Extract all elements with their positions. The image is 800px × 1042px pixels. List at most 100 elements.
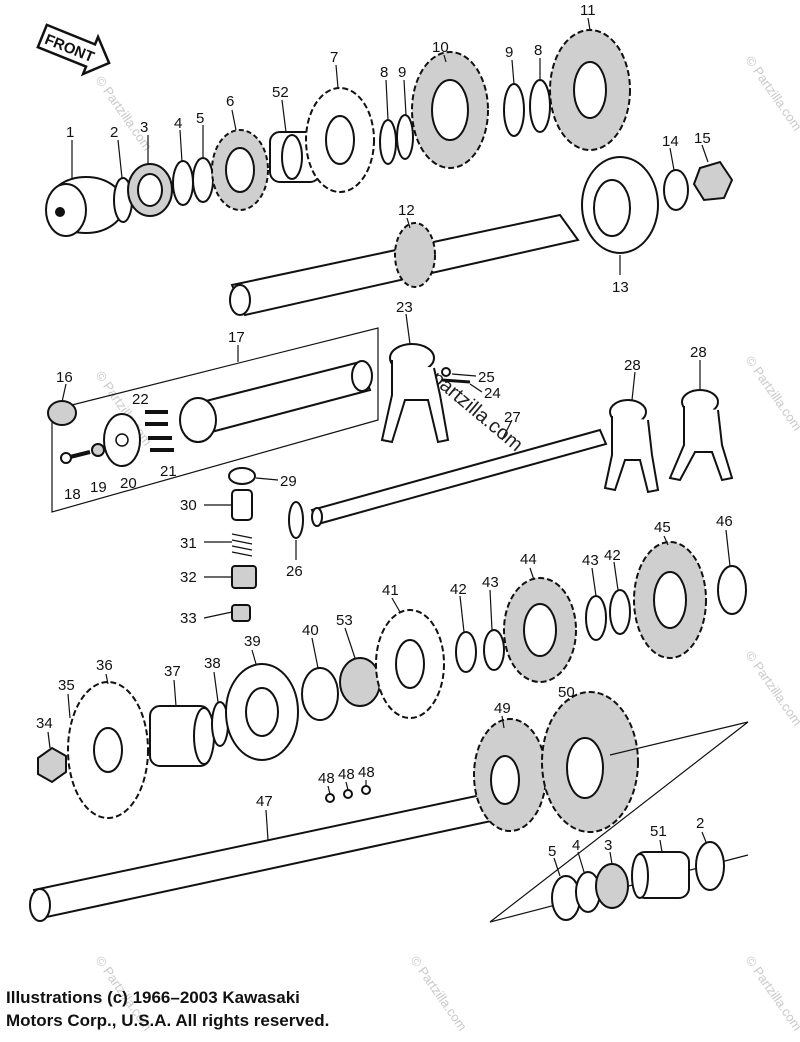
part-40-washer: [301, 667, 339, 721]
callout-25: 25: [478, 369, 495, 386]
part-13-ball-bearing: [581, 156, 659, 254]
copyright-line-2: Motors Corp., U.S.A. All rights reserved…: [6, 1011, 330, 1030]
output-shaft-group: [29, 541, 749, 923]
callout-4b: 4: [572, 837, 580, 854]
callout-30: 30: [180, 497, 197, 514]
part-48-ball-a: [325, 793, 335, 803]
part-12-input-shaft: [229, 213, 580, 317]
callout-9b: 9: [505, 44, 513, 61]
callout-1: 1: [66, 124, 74, 141]
copyright-notice: Illustrations (c) 1966–2003 Kawasaki Mot…: [6, 986, 526, 1032]
shift-drum-group: [47, 327, 379, 513]
watermark-5: © Partzilla.com: [743, 648, 800, 728]
callout-labels: 1 2 3 4 5 6 52 7 8 9 10 9 8 11 14 15 12 …: [36, 2, 733, 860]
part-9-washer: [396, 114, 414, 160]
callout-39: 39: [244, 633, 261, 650]
callout-48c: 48: [358, 764, 375, 781]
callout-2b: 2: [696, 815, 704, 832]
part-16-plug: [47, 400, 77, 426]
part-7-gear: [305, 87, 375, 193]
callout-21: 21: [160, 463, 177, 480]
part-26-circlip: [288, 501, 304, 539]
part-10-gear: [411, 51, 489, 169]
part-48-ball-c: [361, 785, 371, 795]
input-shaft-group: [45, 29, 734, 317]
part-42-washer-b: [609, 589, 631, 635]
callout-40: 40: [302, 622, 319, 639]
part-2-circlip-b: [695, 841, 725, 891]
callout-49: 49: [494, 700, 511, 717]
callout-44: 44: [520, 551, 537, 568]
callout-48a: 48: [318, 770, 335, 787]
callout-51: 51: [650, 823, 667, 840]
part-8-circlip-b: [529, 79, 551, 133]
callout-29: 29: [280, 473, 297, 490]
callout-46: 46: [716, 513, 733, 530]
callout-2: 2: [110, 124, 118, 141]
callout-45: 45: [654, 519, 671, 536]
callout-28b: 28: [690, 344, 707, 361]
watermark-1: © Partzilla.com: [93, 73, 156, 153]
part-19-washer: [91, 443, 105, 457]
callout-24: 24: [484, 385, 501, 402]
part-41-gear: [375, 609, 445, 719]
part-28-shift-fork-b: [668, 389, 734, 482]
callout-34: 34: [36, 715, 53, 732]
callout-23: 23: [396, 299, 413, 316]
part-30-pin: [231, 489, 253, 521]
part-22-pins: [145, 410, 168, 426]
part-11-gear: [549, 29, 631, 151]
part-33-plug: [231, 604, 251, 622]
callout-10: 10: [432, 39, 449, 56]
part-46-washer: [717, 565, 747, 615]
callout-16: 16: [56, 369, 73, 386]
part-4-washer: [172, 160, 194, 206]
callout-22: 22: [132, 391, 149, 408]
callout-27: 27: [504, 409, 521, 426]
part-48-ball-b: [343, 789, 353, 799]
callout-47: 47: [256, 793, 273, 810]
callout-35: 35: [58, 677, 75, 694]
watermark-2: © Partzilla.com: [743, 53, 800, 133]
part-31-spring: [231, 533, 253, 557]
part-23-shift-fork: [380, 343, 450, 444]
part-37-collar: [149, 705, 215, 767]
callout-8b: 8: [534, 42, 542, 59]
callout-17: 17: [228, 329, 245, 346]
part-39-ball-bearing: [225, 663, 299, 761]
callout-26: 26: [286, 563, 303, 580]
callout-41: 41: [382, 582, 399, 599]
callout-15: 15: [694, 130, 711, 147]
part-6-gear: [211, 129, 269, 211]
part-9-washer-b: [503, 83, 525, 137]
callout-6: 6: [226, 93, 234, 110]
callout-11: 11: [580, 2, 596, 19]
callout-14: 14: [662, 133, 679, 150]
part-27-shift-rod: [310, 428, 608, 527]
callout-19: 19: [90, 479, 107, 496]
part-5-washer: [192, 157, 214, 203]
part-50-gear: [541, 691, 639, 833]
callout-13: 13: [612, 279, 629, 296]
watermark-4: © Partzilla.com: [743, 353, 800, 433]
copyright-line-1: Illustrations (c) 1966–2003 Kawasaki: [6, 988, 300, 1007]
guide-line-diagonal: [489, 721, 749, 923]
part-49-gear: [473, 718, 547, 832]
part-8-circlip: [379, 119, 397, 165]
front-direction-arrow: FRONT: [36, 23, 111, 77]
part-51-collar: [631, 851, 690, 899]
part-43-circlip: [483, 629, 505, 671]
part-29-washer: [228, 467, 256, 485]
part-3-needle-bearing-b: [595, 863, 629, 909]
part-18-bolt: [60, 450, 91, 464]
callout-12: 12: [398, 202, 415, 219]
part-35-sprocket: [67, 681, 149, 819]
part-42-washer: [455, 631, 477, 673]
callout-42a: 42: [604, 547, 621, 564]
part-45-gear: [633, 541, 707, 659]
callout-18: 18: [64, 486, 81, 503]
callout-36: 36: [96, 657, 113, 674]
callout-5: 5: [196, 110, 204, 127]
callout-53: 53: [336, 612, 353, 629]
part-43-circlip-b: [585, 595, 607, 641]
